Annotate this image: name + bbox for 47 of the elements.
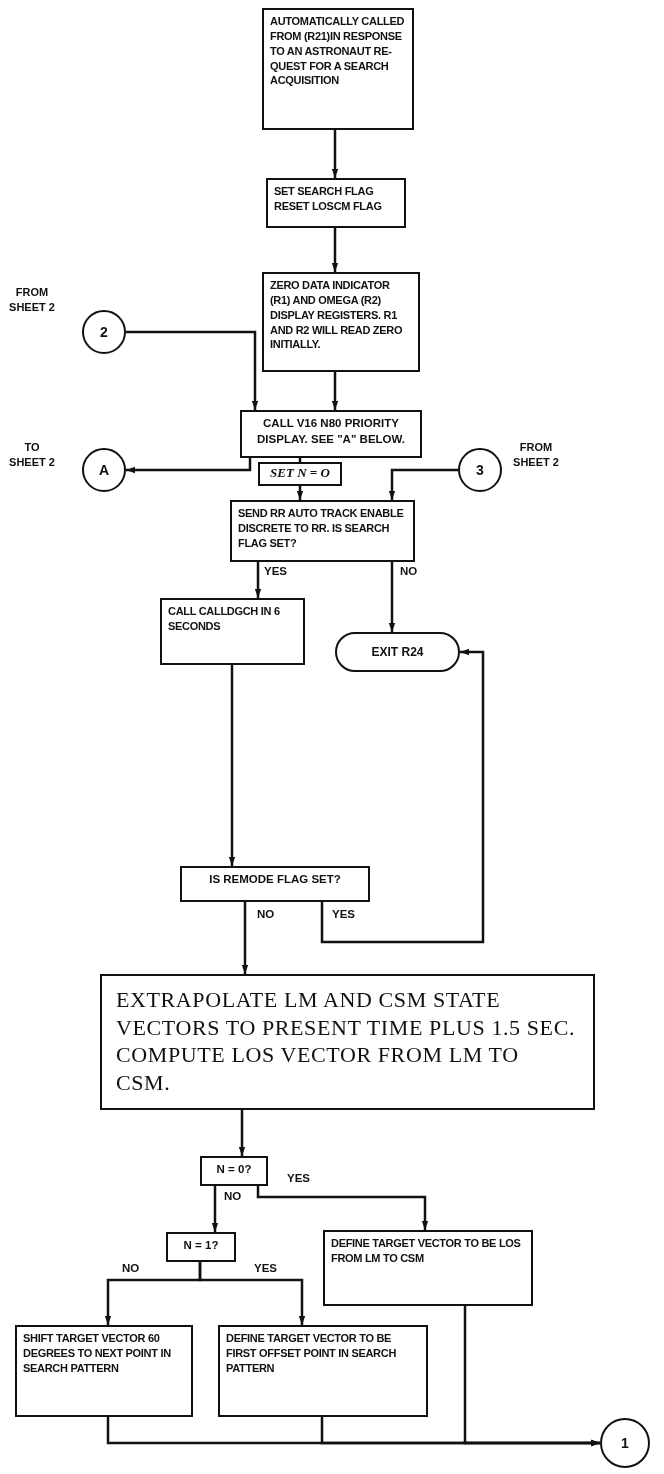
connector-circle: 2 <box>82 310 126 354</box>
process-box: EXTRAPOLATE LM AND CSM STATE VECTORS TO PRESENT TIME PLUS 1.5 SEC. COMPUTE LOS VECTOR FROM LM TO CSM. <box>100 974 595 1110</box>
process-box: SET SEARCH FLAG RESET LOSCM FLAG <box>266 178 406 228</box>
edge-label: YES <box>262 565 289 577</box>
process-box: SHIFT TARGET VECTOR 60 DEGREES TO NEXT POINT IN SEARCH PATTERN <box>15 1325 193 1417</box>
sheet-note: TO SHEET 2 <box>8 440 56 470</box>
connector-arrow <box>463 1306 600 1447</box>
connector-arrow <box>331 228 339 272</box>
connector-arrow <box>228 665 236 866</box>
process-box: SET N = O <box>258 462 342 486</box>
edge-label: NO <box>120 1262 142 1274</box>
edge-label: NO <box>398 565 420 577</box>
sheet-note: FROM SHEET 2 <box>512 440 560 470</box>
connector-circle: 1 <box>600 1418 650 1468</box>
connector-arrow <box>331 130 339 178</box>
sheet-note: FROM SHEET 2 <box>8 285 56 315</box>
process-box: CALL V16 N80 PRIORITY DISPLAY. SEE "A" BELOW. <box>240 410 422 458</box>
connector-circle: A <box>82 448 126 492</box>
terminal-box: EXIT R24 <box>335 632 460 672</box>
edge-label: NO <box>255 908 277 920</box>
connector-arrow <box>126 330 259 410</box>
connector-arrow <box>126 458 252 474</box>
connector-arrow <box>198 1262 306 1325</box>
process-box: CALL CALLDGCH IN 6 SECONDS <box>160 598 305 665</box>
edge-label: YES <box>285 1172 312 1184</box>
connector-arrow <box>256 1186 429 1230</box>
connector-arrow <box>254 562 262 598</box>
edge-label: YES <box>330 908 357 920</box>
process-box: N = 1? <box>166 1232 236 1262</box>
connector-arrow <box>388 562 396 632</box>
process-box: ZERO DATA INDICATOR (R1) AND OMEGA (R2) DISPLAY REGISTERS. R1 AND R2 WILL READ ZERO INITIALLY. <box>262 272 420 372</box>
connector-arrow <box>211 1186 219 1232</box>
connector-arrow <box>238 1110 246 1156</box>
process-box: SEND RR AUTO TRACK ENABLE DISCRETE TO RR. IS SEARCH FLAG SET? <box>230 500 415 562</box>
connector-arrow <box>320 648 485 944</box>
connector-arrow <box>241 902 249 974</box>
process-box: DEFINE TARGET VECTOR TO BE FIRST OFFSET POINT IN SEARCH PATTERN <box>218 1325 428 1417</box>
connector-arrow <box>388 468 458 500</box>
edge-label: NO <box>222 1190 244 1202</box>
process-box: IS REMODE FLAG SET? <box>180 866 370 902</box>
connector-circle: 3 <box>458 448 502 492</box>
connector-arrow <box>296 486 304 500</box>
process-box: AUTOMATICALLY CALLED FROM (R21)IN RESPONSE TO AN ASTRONAUT RE- QUEST FOR A SEARCH ACQUISITION <box>262 8 414 130</box>
connector-arrow <box>331 372 339 410</box>
process-box: N = 0? <box>200 1156 268 1186</box>
process-box: DEFINE TARGET VECTOR TO BE LOS FROM LM TO CSM <box>323 1230 533 1306</box>
edge-label: YES <box>252 1262 279 1274</box>
